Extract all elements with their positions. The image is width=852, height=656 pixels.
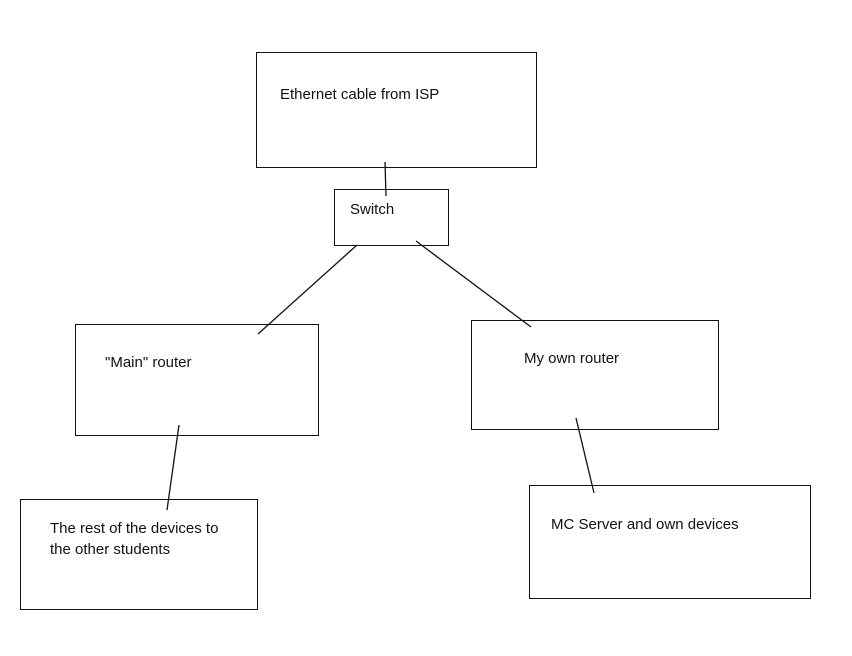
- own-router-to-mc-server-line: [575, 417, 595, 494]
- main-router-label: "Main" router: [105, 354, 192, 371]
- switch-box: [334, 189, 449, 246]
- main-router-to-devices-line: [166, 424, 180, 511]
- mc-server-label: MC Server and own devices: [551, 516, 739, 533]
- own-router-label: My own router: [524, 350, 620, 367]
- main-router-box: [75, 324, 319, 436]
- rest-devices-box: [20, 499, 258, 610]
- rest-devices-label-line1: The rest of the devices to: [50, 520, 219, 537]
- mc-server-box: [529, 485, 811, 599]
- switch-label: Switch: [350, 201, 395, 218]
- rest-devices-label-line2: the other students: [50, 541, 171, 558]
- isp-label: Ethernet cable from ISP: [280, 86, 440, 103]
- switch-to-main-router-line: [257, 244, 358, 335]
- own-router-box: [471, 320, 719, 430]
- isp-box: [256, 52, 537, 168]
- switch-to-own-router-line: [415, 240, 532, 328]
